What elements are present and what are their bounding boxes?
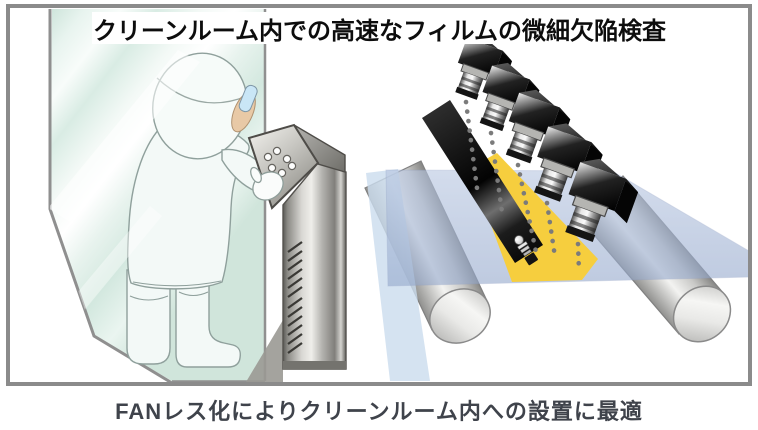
caption-text: FANレス化によりクリーンルーム内への設置に最適 bbox=[115, 399, 643, 424]
operator-torso bbox=[126, 124, 250, 290]
operator-right-leg bbox=[175, 269, 242, 368]
operator-goggles bbox=[238, 84, 258, 113]
camera-sight-lines bbox=[463, 99, 582, 275]
console-shadow bbox=[246, 320, 283, 382]
illustration-frame bbox=[6, 4, 752, 386]
caption: FANレス化によりクリーンルーム内への設置に最適 bbox=[0, 394, 758, 426]
glass-reflection-streaks bbox=[50, 50, 200, 330]
film-inspection-scene bbox=[364, 30, 750, 381]
title-text: クリーンルーム内での高速なフィルムの微細欠陥検査 bbox=[92, 17, 667, 45]
console-vents bbox=[287, 241, 303, 354]
console-buttons bbox=[263, 146, 297, 178]
title-banner: クリーンルーム内での高速なフィルムの微細欠陥検査 bbox=[92, 12, 667, 45]
line-light-connector bbox=[514, 235, 538, 266]
operator-glove bbox=[250, 166, 284, 201]
operator-left-leg bbox=[126, 269, 171, 365]
control-console bbox=[247, 123, 347, 370]
line-light bbox=[422, 100, 543, 263]
